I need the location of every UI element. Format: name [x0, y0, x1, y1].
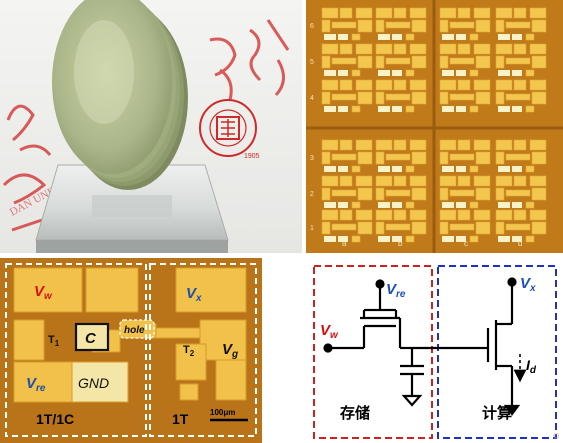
device-cell	[321, 175, 373, 209]
watermark: ©	[553, 432, 559, 441]
sch-id-label: Id	[526, 357, 537, 376]
column-letter: b	[398, 239, 403, 248]
row-number: 5	[310, 59, 314, 66]
gnd-label: GND	[78, 375, 109, 391]
gnd-pad	[71, 361, 129, 403]
region-1t1c	[5, 263, 147, 437]
schematic: Vre Vw Vx Id 存储 计算	[313, 265, 557, 439]
device-array-panel: 6 5 4 3 2 1 a b c d	[306, 0, 563, 253]
device-cell	[321, 7, 373, 41]
region-1t-label: 1T	[172, 411, 189, 427]
sch-vre-label: Vre	[386, 281, 406, 300]
vre-label: Vre	[26, 375, 46, 394]
capacitor-label: C	[85, 330, 97, 347]
device-cell	[375, 209, 427, 243]
schematic-panel: Vre Vw Vx Id 存储 计算	[300, 258, 563, 443]
row-number: 1	[310, 225, 314, 232]
seal-year: 1905	[244, 153, 260, 160]
wafer-photo-panel: DAN UNIV 1905	[0, 0, 302, 253]
device-cell	[321, 43, 373, 77]
wafer-photo: DAN UNIV 1905	[0, 0, 302, 253]
device-cell	[375, 175, 427, 209]
device-cell	[375, 7, 427, 41]
device-cell	[321, 209, 373, 243]
device-cell	[321, 139, 373, 173]
paper-calligraphy	[2, 19, 290, 232]
compute-box	[437, 265, 557, 439]
scale-label: 100μm	[210, 408, 235, 417]
device-cell	[495, 209, 547, 243]
device-cell	[495, 139, 547, 173]
device-cell	[495, 175, 547, 209]
sch-vx-label: Vx	[520, 275, 536, 294]
storage-label: 存储	[340, 404, 370, 422]
row-number: 2	[310, 191, 314, 198]
device-array: 6 5 4 3 2 1 a b c d	[306, 0, 563, 253]
vx-label: Vx	[186, 285, 202, 304]
device-cell	[495, 43, 547, 77]
sch-vw-label: Vw	[320, 322, 339, 341]
region-1t	[149, 263, 257, 437]
device-cell	[375, 43, 427, 77]
compute-circuit	[480, 277, 527, 416]
device-cell	[495, 7, 547, 41]
hole-label: hole	[124, 325, 145, 336]
column-letter: a	[342, 239, 347, 248]
compute-label: 计算	[482, 404, 512, 422]
device-cell	[439, 209, 491, 243]
device-cell	[439, 43, 491, 77]
device-cell	[321, 79, 373, 113]
column-letter: c	[464, 239, 468, 248]
university-seal: 1905	[199, 99, 260, 160]
vg-label: Vg	[222, 341, 238, 360]
device-cell	[439, 139, 491, 173]
device-cell	[439, 7, 491, 41]
row-number: 6	[310, 23, 314, 30]
device-cell	[495, 79, 547, 113]
storage-circuit	[323, 279, 480, 407]
t2-label: T2	[183, 344, 195, 358]
micrograph: Vw Vx T1 C hole T2 Vg Vre GND 1T/1C 1T 1…	[0, 258, 262, 443]
row-number: 3	[310, 155, 314, 162]
region-1t1c-label: 1T/1C	[36, 411, 74, 427]
storage-box	[313, 265, 433, 439]
wafer-stack	[52, 0, 188, 190]
device-cell	[439, 175, 491, 209]
vw-label: Vw	[34, 283, 53, 302]
t1-label: T1	[48, 334, 60, 348]
row-number: 4	[310, 95, 314, 102]
micrograph-panel: Vw Vx T1 C hole T2 Vg Vre GND 1T/1C 1T 1…	[0, 258, 262, 443]
device-cell	[439, 79, 491, 113]
capacitor-box	[74, 322, 110, 352]
device-cell	[375, 79, 427, 113]
column-letter: d	[518, 239, 522, 248]
device-cell	[375, 139, 427, 173]
